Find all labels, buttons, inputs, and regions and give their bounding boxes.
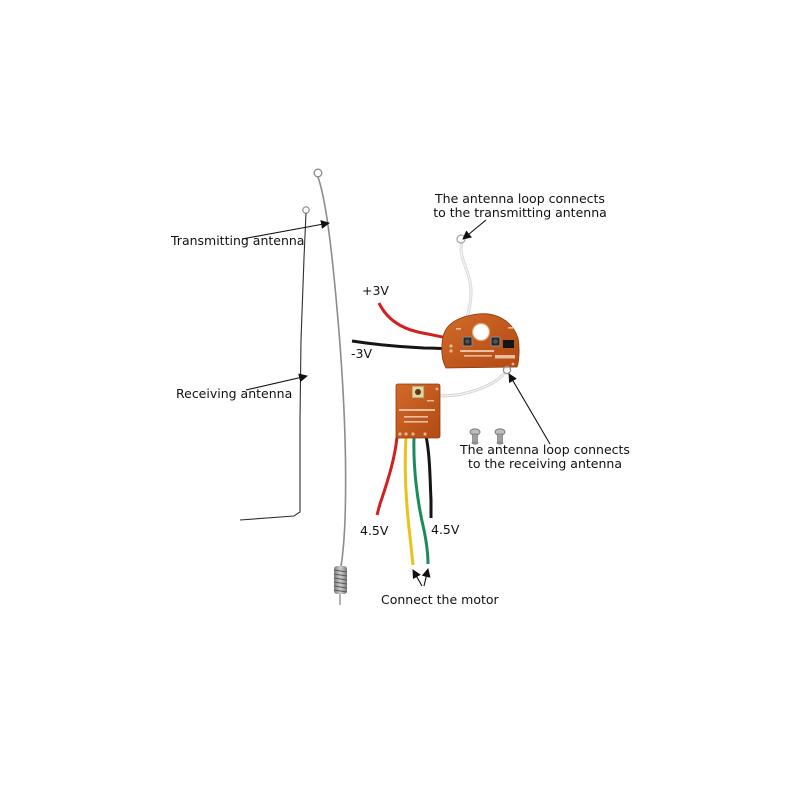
label-left-4-5v: 4.5V (360, 523, 389, 538)
label-transmitting-antenna: Transmitting antenna (171, 233, 305, 248)
arrow-receiving-antenna (245, 373, 308, 391)
green-wire-motor (412, 436, 430, 565)
label-plus-3v: +3V (362, 283, 389, 298)
red-wire-left-4-5v (375, 436, 399, 516)
label-rx-loop-line-2: to the receiving antenna (468, 456, 622, 471)
label-tx-antenna-loop: The antenna loop connects to the transmi… (418, 192, 622, 220)
arrow-motor-green (421, 568, 431, 587)
screw-icon (469, 428, 481, 445)
label-right-4-5v: 4.5V (431, 522, 460, 537)
label-rx-loop-line-1: The antenna loop connects (460, 442, 630, 457)
screw-icon (494, 428, 506, 445)
label-connect-motor: Connect the motor (381, 592, 499, 607)
antenna-spring-icon (333, 566, 348, 605)
arrow-tx-loop (462, 219, 487, 240)
arrow-rx-loop (508, 373, 551, 445)
black-wire-right-4-5v (424, 435, 433, 518)
label-tx-loop-line-1: The antenna loop connects (435, 191, 605, 206)
transmitter-board (441, 313, 520, 369)
arrow-motor-yellow (412, 569, 423, 587)
transmitting-antenna-wire (313, 168, 347, 567)
arrow-transmitting-antenna (241, 220, 330, 240)
label-minus-3v: -3V (351, 346, 373, 361)
receiver-board (395, 383, 441, 439)
transmitter-antenna-loop-wire (456, 234, 473, 327)
label-receiving-antenna: Receiving antenna (176, 386, 293, 401)
yellow-wire-motor (403, 436, 415, 566)
label-rx-antenna-loop: The antenna loop connects to the receivi… (460, 443, 630, 471)
receiving-antenna-wire (239, 206, 310, 521)
label-tx-loop-line-2: to the transmitting antenna (433, 205, 607, 220)
